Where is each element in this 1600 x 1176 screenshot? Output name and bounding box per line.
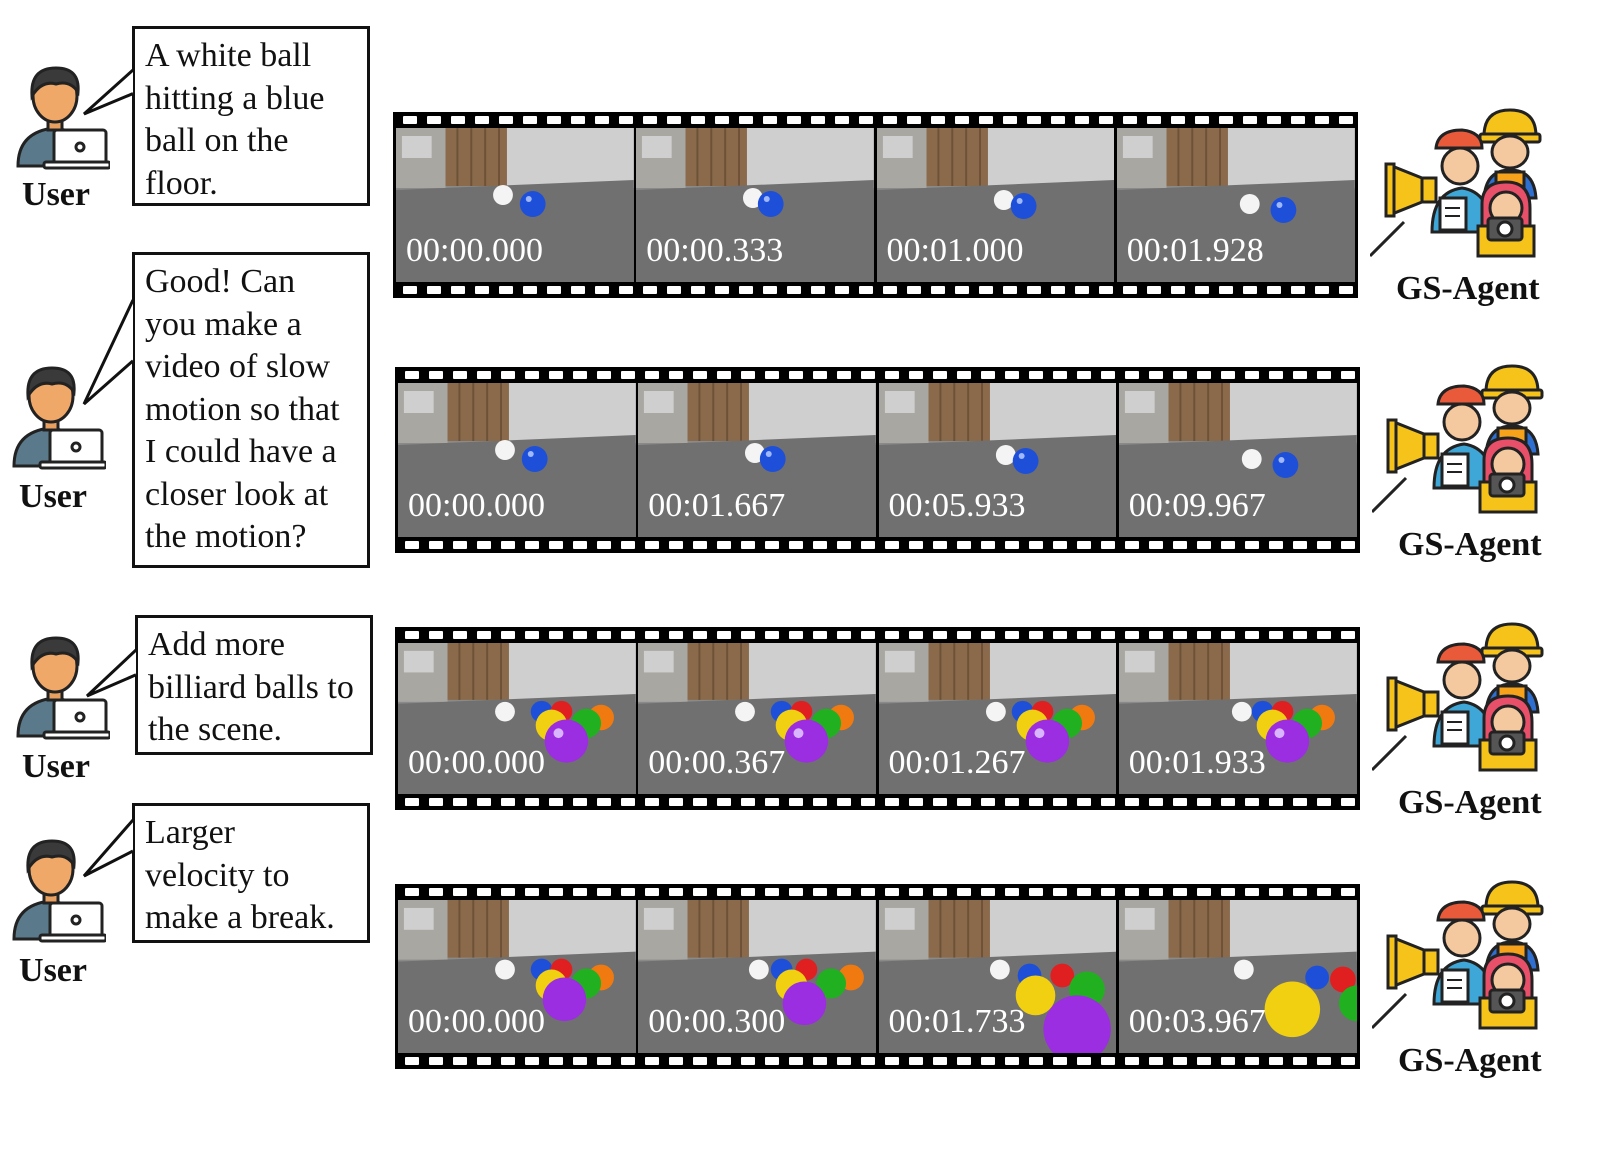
frame-timestamp: 00:00.300 xyxy=(648,1003,786,1040)
user-avatar-icon xyxy=(10,835,108,945)
user-label: User xyxy=(22,748,90,785)
speech-bubble-tail xyxy=(82,299,135,406)
user-avatar-icon xyxy=(10,362,108,472)
frame-timestamp: 00:00.367 xyxy=(648,744,786,781)
prompt-line: motion so that xyxy=(145,390,340,428)
frame-timestamp: 00:01.928 xyxy=(1126,232,1264,269)
frame-timestamp: 00:01.000 xyxy=(886,232,1024,269)
frame-timestamp: 00:00.000 xyxy=(408,744,545,781)
prompt-line: I could have a xyxy=(145,433,337,470)
user-label: User xyxy=(19,478,87,515)
film-sprocket-holes xyxy=(395,367,1360,553)
prompt-line: video of slow xyxy=(145,348,331,385)
film-strip: 00:00.000 00:00.300 xyxy=(395,884,1360,1069)
video-frame: 00:03.967 xyxy=(1118,900,1357,1053)
film-sprocket-holes xyxy=(393,112,1358,298)
video-frame: 00:01.267 xyxy=(878,643,1117,794)
user-label: User xyxy=(22,176,90,213)
prompt-line: the scene. xyxy=(148,711,283,748)
film-strip: 00:00.000 00:00.333 00:01.000 xyxy=(393,112,1358,298)
frame-timestamp: 00:00.333 xyxy=(646,232,784,269)
prompt-line: Add more xyxy=(148,626,285,663)
user-prompt-bubble: Add more billiard balls to the scene. xyxy=(135,615,373,755)
user-label: User xyxy=(19,952,87,989)
prompt-line: make a break. xyxy=(145,899,335,936)
video-frame: 00:00.000 xyxy=(396,128,634,282)
frame-timestamp: 00:00.000 xyxy=(408,487,545,524)
prompt-line: velocity to xyxy=(145,856,290,894)
gs-agent-crew-icon xyxy=(1368,108,1550,258)
prompt-line: billiard balls to xyxy=(148,668,354,706)
frame-timestamp: 00:03.967 xyxy=(1128,1003,1266,1040)
film-sprocket-holes xyxy=(395,627,1360,810)
speech-bubble-tail xyxy=(85,648,138,698)
user-prompt-bubble: A white ball hitting a blue ball on the flo… xyxy=(132,26,370,206)
frame-timestamp: 00:05.933 xyxy=(888,487,1026,524)
film-strip: 00:00.000 00:00.367 xyxy=(395,627,1360,810)
gs-agent-label: GS-Agent xyxy=(1398,526,1542,563)
gs-agent-label: GS-Agent xyxy=(1398,1042,1542,1079)
video-frame: 00:01.667 xyxy=(638,383,876,537)
frame-timestamp: 00:00.000 xyxy=(406,232,543,269)
video-frame: 00:01.933 xyxy=(1118,643,1357,794)
film-sprocket-holes xyxy=(395,884,1360,1069)
film-strip: 00:00.000 00:01.667 00:05.933 xyxy=(395,367,1360,553)
video-frame: 00:01.928 xyxy=(1116,128,1355,282)
gs-agent-label: GS-Agent xyxy=(1398,784,1542,821)
video-frame: 00:09.967 xyxy=(1118,383,1357,537)
frame-timestamp: 00:01.667 xyxy=(648,487,786,524)
video-frame: 00:00.000 xyxy=(398,643,636,794)
frame-timestamp: 00:01.267 xyxy=(888,744,1026,781)
prompt-line: the motion? xyxy=(145,518,307,555)
video-frame: 00:00.367 xyxy=(638,643,876,794)
speech-bubble-tail xyxy=(82,68,135,116)
frame-timestamp: 00:09.967 xyxy=(1128,487,1266,524)
frame-timestamp: 00:00.000 xyxy=(408,1003,545,1040)
user-avatar-icon xyxy=(14,62,112,172)
frame-timestamp: 00:01.733 xyxy=(888,1003,1026,1040)
frame-timestamp: 00:01.933 xyxy=(1128,744,1266,781)
prompt-line: hitting a blue xyxy=(145,79,325,117)
user-prompt-bubble: Larger velocity to make a break. xyxy=(132,803,370,943)
video-frame: 00:01.000 xyxy=(876,128,1115,282)
user-prompt-bubble: Good! Can you make a video of slow motion s… xyxy=(132,252,370,568)
prompt-line: you make a xyxy=(145,305,302,343)
gs-agent-crew-icon xyxy=(1370,364,1552,514)
prompt-line: closer look at xyxy=(145,475,329,513)
prompt-line: Good! Can xyxy=(145,263,296,300)
prompt-line: A white ball xyxy=(145,37,312,74)
speech-bubble-tail xyxy=(82,819,135,878)
video-frame: 00:00.333 xyxy=(636,128,874,282)
prompt-line: Larger xyxy=(145,814,235,851)
video-frame: 00:00.300 xyxy=(638,900,876,1053)
video-frame: 00:01.733 xyxy=(878,900,1117,1053)
video-frame: 00:00.000 xyxy=(398,383,636,537)
prompt-line: floor. xyxy=(145,164,218,202)
video-frame: 00:00.000 xyxy=(398,900,636,1053)
gs-agent-label: GS-Agent xyxy=(1396,270,1540,307)
prompt-line: ball on the xyxy=(145,122,289,159)
gs-agent-crew-icon xyxy=(1370,880,1552,1030)
video-frame: 00:05.933 xyxy=(878,383,1117,537)
gs-agent-crew-icon xyxy=(1370,622,1552,772)
